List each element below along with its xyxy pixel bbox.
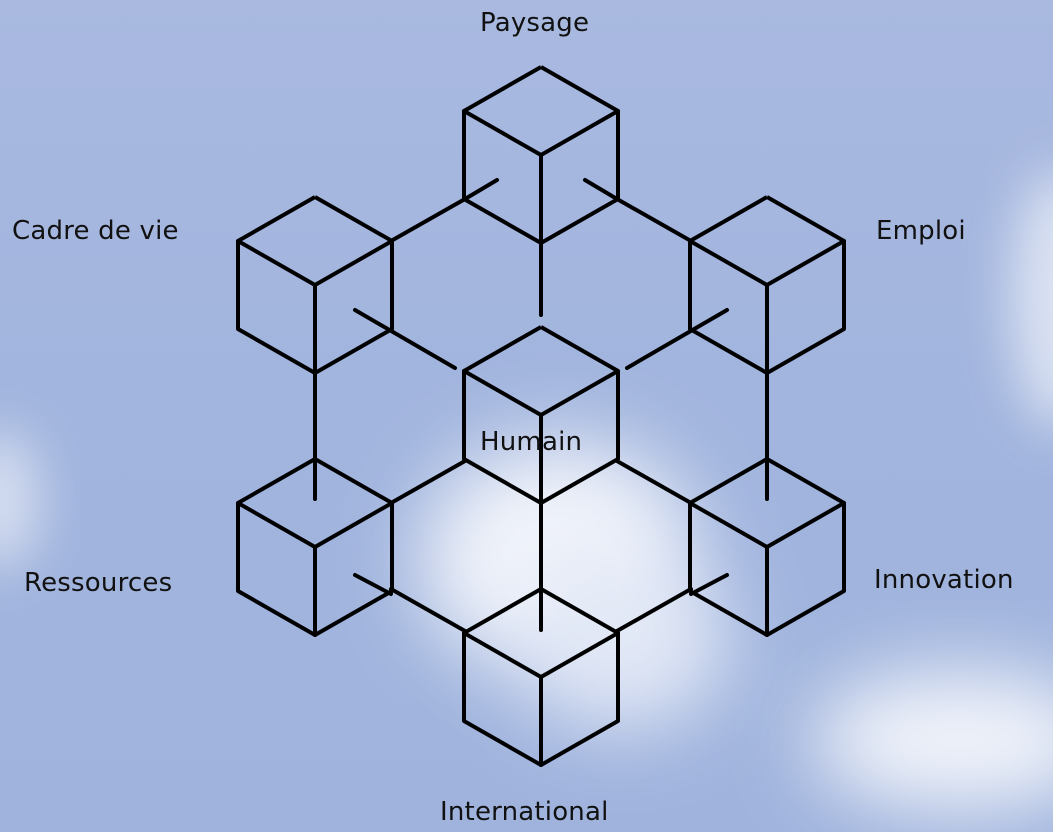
connector-line-7 <box>617 589 691 631</box>
label-emploi: Emploi <box>876 218 966 244</box>
connector-line-5 <box>617 461 691 503</box>
connector-line-0 <box>391 199 465 241</box>
label-international: International <box>440 799 609 825</box>
connector-line-10 <box>355 310 455 368</box>
cube-paysage-edge-left <box>464 111 541 155</box>
cube-ressources-edge-right <box>315 503 392 547</box>
connector-line-4 <box>391 461 465 503</box>
cube-ressources-edge-left <box>238 503 315 547</box>
cube-emploi-edge-left <box>690 241 767 285</box>
connector-line-1 <box>617 199 691 241</box>
connector-line-11 <box>627 310 727 368</box>
label-innovation: Innovation <box>874 567 1014 593</box>
label-paysage: Paysage <box>480 10 589 36</box>
cube-innovation-edge-left <box>690 503 767 547</box>
cube-cadre-de-vie-edge-right <box>315 241 392 285</box>
cube-international-edge-left <box>464 633 541 677</box>
connector-line-6 <box>391 589 465 631</box>
label-cadre-de-vie: Cadre de vie <box>12 218 179 244</box>
connector-line-13 <box>691 575 727 594</box>
connector-line-12 <box>355 575 391 594</box>
label-ressources: Ressources <box>24 570 172 596</box>
connector-line-15 <box>585 180 617 199</box>
cube-cadre-de-vie-edge-left <box>238 241 315 285</box>
connector-line-14 <box>465 180 497 199</box>
label-humain: Humain <box>480 429 582 455</box>
cube-innovation-edge-right <box>767 503 844 547</box>
cube-paysage-edge-right <box>541 111 618 155</box>
cube-international-edge-right <box>541 633 618 677</box>
cube-humain-edge-right <box>541 371 618 415</box>
cube-emploi-edge-right <box>767 241 844 285</box>
cube-humain-edge-left <box>464 371 541 415</box>
